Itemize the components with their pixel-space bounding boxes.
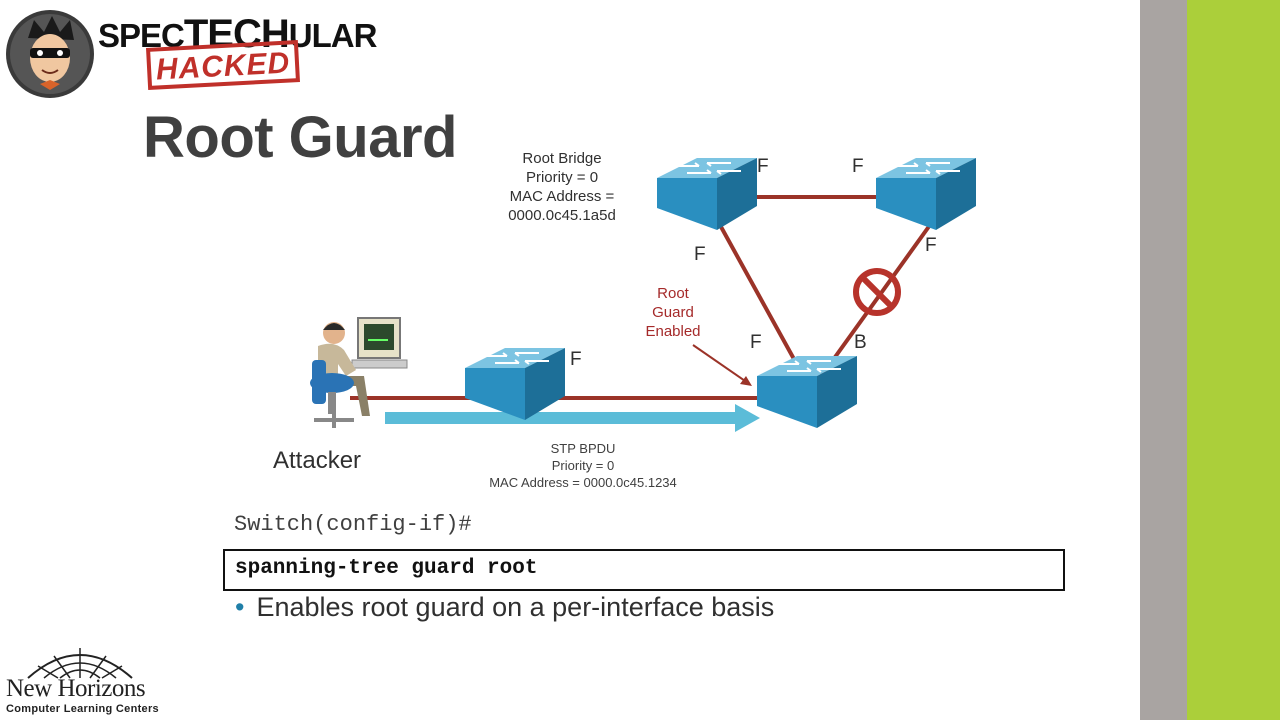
cli-prompt: Switch(config-if)# — [234, 512, 472, 537]
port-label-root-right: F — [757, 156, 769, 177]
brand-post: ULAR — [288, 17, 378, 54]
port-label-guarded-upper: F — [750, 332, 762, 353]
bullet-text: Enables root guard on a per-interface ba… — [256, 592, 775, 622]
root-bridge-line-3: MAC Address = — [509, 188, 615, 205]
bpdu-label: STP BPDU Priority = 0 MAC Address = 0000… — [455, 440, 711, 491]
link-right-diagonal — [818, 223, 932, 380]
root-guard-line-2: Guard — [652, 304, 694, 321]
brand-pre: SPEC — [98, 17, 185, 54]
root-guard-line-1: Root — [657, 285, 689, 302]
network-diagram — [310, 158, 976, 432]
slide-title: Root Guard — [143, 105, 457, 170]
port-label-access: F — [570, 349, 582, 370]
bpdu-arrow-icon — [385, 404, 760, 432]
switch-guarded-icon — [757, 356, 857, 428]
blocked-port-icon — [853, 268, 901, 316]
bpdu-line-3: MAC Address = 0000.0c45.1234 — [489, 475, 677, 490]
port-label-top-right-left: F — [852, 156, 864, 177]
side-stripe-green — [1187, 0, 1280, 720]
root-bridge-label: Root Bridge Priority = 0 MAC Address = 0… — [470, 149, 654, 225]
globe-logo-icon — [27, 648, 133, 679]
bpdu-line-2: Priority = 0 — [551, 458, 615, 473]
company-name: New Horizons — [6, 675, 146, 702]
attacker-workstation-icon — [310, 317, 408, 428]
attacker-label: Attacker — [273, 447, 362, 474]
company-subtitle: Computer Learning Centers — [6, 703, 159, 715]
bullet-dot-icon: • — [235, 592, 245, 622]
bullet-item: • Enables root guard on a per-interface b… — [235, 592, 774, 623]
bpdu-line-1: STP BPDU — [550, 441, 616, 456]
cli-command: spanning-tree guard root — [235, 557, 538, 580]
switch-top-right-icon — [876, 158, 976, 230]
root-guard-pointer-icon — [692, 344, 752, 386]
link-left-diagonal — [718, 224, 802, 371]
root-bridge-line-4: 0000.0c45.1a5d — [508, 207, 616, 224]
brand-wordmark: SPECTECHULAR — [98, 12, 378, 57]
root-bridge-line-1: Root Bridge — [522, 150, 602, 167]
root-guard-label: Root Guard Enabled — [628, 284, 718, 341]
port-label-top-right-bottom: F — [925, 235, 937, 256]
brand-tech: TECH — [183, 12, 290, 56]
port-label-blocked: B — [854, 332, 867, 353]
root-bridge-line-2: Priority = 0 — [525, 169, 599, 186]
root-guard-line-3: Enabled — [645, 323, 701, 340]
switch-root-icon — [657, 158, 757, 230]
mascot-avatar-icon — [6, 10, 94, 98]
port-label-root-bottom: F — [694, 244, 706, 265]
side-stripe-gray — [1140, 0, 1187, 720]
switch-access-icon — [465, 348, 565, 420]
cli-command-box: spanning-tree guard root — [223, 549, 1065, 591]
